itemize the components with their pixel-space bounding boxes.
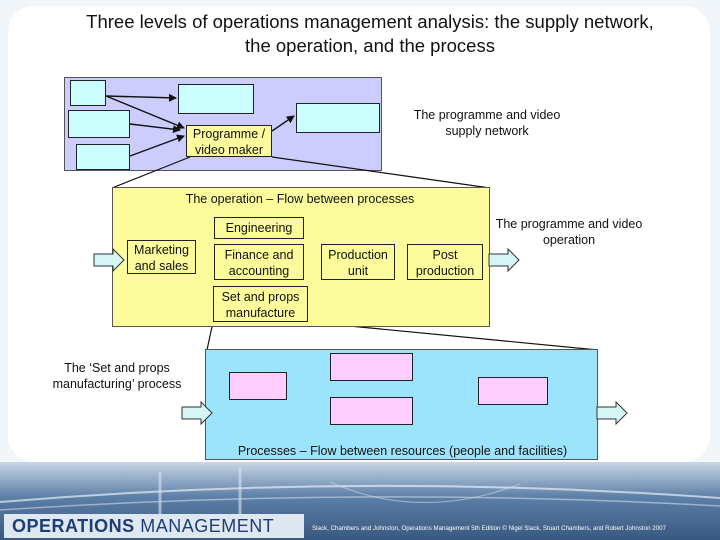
tier-box — [178, 84, 254, 114]
output-arrow — [488, 248, 520, 272]
logo-word-operations: OPERATIONS — [12, 516, 135, 536]
process-output-arrow — [596, 401, 628, 425]
process-caption: The ‘Set and props manufacturing’ proces… — [52, 361, 182, 391]
operation-heading: The operation – Flow between processes — [185, 192, 415, 206]
supplier-box-3 — [76, 144, 130, 170]
engineering-box: Engineering — [214, 217, 304, 239]
arrow-supplier3-to-maker — [129, 134, 185, 157]
arrow-supplier2-to-maker — [129, 123, 181, 134]
zoom-line-right — [271, 156, 491, 189]
resource-box-1 — [229, 372, 287, 400]
resource-box-2 — [330, 353, 413, 381]
process-footer-label: Processes – Flow between resources (peop… — [237, 444, 568, 458]
arrow-supplier1-to-maker-2 — [105, 95, 185, 130]
set-props-box: Set and props manufacture — [213, 286, 308, 322]
customer-box — [296, 103, 380, 133]
zoom-line-left — [111, 156, 191, 189]
programme-maker-box: Programme / video maker — [186, 125, 272, 157]
finance-accounting-box: Finance and accounting — [214, 244, 304, 280]
slide-title: Three levels of operations management an… — [86, 11, 654, 56]
footer-credit: Slack, Chambers and Johnston, Operations… — [312, 525, 667, 532]
input-arrow — [93, 248, 125, 272]
arrow-supplier1-to-maker — [105, 93, 177, 102]
logo-word-management: MANAGEMENT — [140, 516, 275, 536]
production-unit-box: Production unit — [321, 244, 395, 280]
supplier-box-1 — [70, 80, 106, 106]
logo-plate — [4, 514, 304, 538]
supply-network-label: The programme and video supply network — [413, 108, 561, 138]
resource-box-3 — [330, 397, 413, 425]
marketing-sales-box: Marketing and sales — [127, 240, 196, 274]
supplier-box-2 — [68, 110, 130, 138]
operation-caption: The programme and video operation — [495, 217, 643, 247]
process-input-arrow — [181, 401, 213, 425]
resource-box-4 — [478, 377, 548, 405]
arrow-maker-to-customer — [271, 115, 295, 132]
post-production-box: Post production — [407, 244, 483, 280]
logo: OPERATIONS MANAGEMENT — [12, 516, 274, 536]
